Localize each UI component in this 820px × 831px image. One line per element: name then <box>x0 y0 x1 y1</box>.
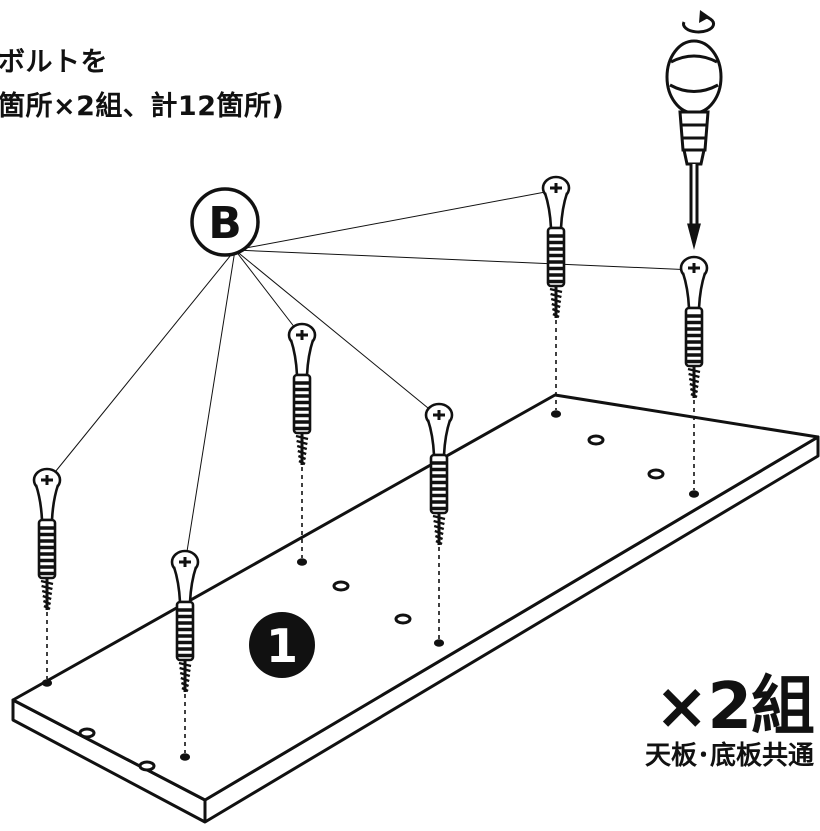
guide-lines <box>46 320 695 753</box>
screw-thread <box>687 367 701 374</box>
screw-thread <box>688 377 700 384</box>
bolt-neck <box>289 339 315 377</box>
screw-thread <box>178 661 192 668</box>
screw-thread <box>549 287 563 294</box>
screw-thread <box>551 302 561 309</box>
phillips-slot <box>433 410 445 420</box>
screw-thread <box>297 449 307 456</box>
leader-line <box>234 189 557 251</box>
bolt-neck <box>426 419 452 457</box>
board-hole <box>647 468 665 480</box>
bolt <box>170 549 200 693</box>
board-hole <box>587 434 605 446</box>
screw-thread <box>688 372 700 379</box>
pilot-hole <box>551 410 561 418</box>
bolt-neck <box>543 192 569 230</box>
instruction-line-2: 箇所×2組、計12箇所) <box>0 91 285 122</box>
screw-thread <box>179 666 191 673</box>
phillips-slot <box>688 263 700 273</box>
phillips-slot <box>179 557 191 567</box>
board-hole <box>138 760 156 772</box>
screw-thread <box>298 459 306 466</box>
pilot-hole <box>297 558 307 566</box>
rotate-arrow-icon <box>682 10 716 34</box>
screw-thread <box>295 434 309 441</box>
panel-number-text: 1 <box>266 619 298 673</box>
screw-thread <box>180 676 190 683</box>
screw-thread <box>179 671 191 678</box>
bolt-neck <box>34 484 60 522</box>
screw-thread <box>296 444 308 451</box>
screw-thread <box>550 292 562 299</box>
board-hole <box>332 580 350 592</box>
panel-note: 天板･底板共通 <box>644 741 814 771</box>
pilot-hole <box>180 753 190 761</box>
screw-thread <box>434 529 444 536</box>
leader-line <box>46 249 236 483</box>
screw-thread <box>40 579 54 586</box>
screw-thread <box>296 439 308 446</box>
pilot-hole <box>689 490 699 498</box>
screw-thread <box>42 594 52 601</box>
bolt <box>541 175 571 319</box>
pilot-hole <box>434 639 444 647</box>
screw-thread <box>181 686 189 693</box>
bolt <box>424 402 454 546</box>
bolt <box>32 467 62 611</box>
leader-line <box>234 249 440 418</box>
phillips-slot <box>296 330 308 340</box>
screw-thread <box>435 539 443 546</box>
screw-thread <box>433 519 445 526</box>
screw-thread <box>41 589 53 596</box>
screw-thread <box>689 382 699 389</box>
bolt-neck <box>172 566 198 604</box>
pilot-hole <box>42 679 52 687</box>
screw-thread <box>690 392 698 399</box>
screw-thread <box>434 534 444 541</box>
screw-thread <box>550 297 562 304</box>
board-holes <box>42 410 699 772</box>
screw-thread <box>180 681 190 688</box>
screw-thread <box>41 584 53 591</box>
screw-thread <box>433 524 445 531</box>
bolt-neck <box>681 272 707 310</box>
screw-thread <box>297 454 307 461</box>
bolt <box>287 322 317 466</box>
leader-line <box>184 249 236 565</box>
screw-thread <box>432 514 446 521</box>
screw-thread <box>552 312 560 319</box>
screw-thread <box>689 387 699 394</box>
bolt <box>679 255 709 399</box>
screw-thread <box>551 307 561 314</box>
part-label-b: B <box>190 187 260 257</box>
screwdriver-icon <box>665 39 723 250</box>
quantity-label: ×2組 <box>654 670 815 744</box>
board-hole <box>394 613 412 625</box>
instruction-line-1: ボルトを <box>0 47 108 78</box>
part-label-text: B <box>208 198 242 249</box>
screw-thread <box>43 604 51 611</box>
panel-number-badge: 1 <box>249 612 315 678</box>
leader-lines <box>46 189 695 565</box>
board-hole <box>78 727 96 739</box>
leader-line <box>234 249 695 271</box>
phillips-slot <box>550 183 562 193</box>
bolt-group <box>32 175 709 693</box>
phillips-slot <box>41 475 53 485</box>
leader-line <box>234 249 303 338</box>
screw-thread <box>42 599 52 606</box>
